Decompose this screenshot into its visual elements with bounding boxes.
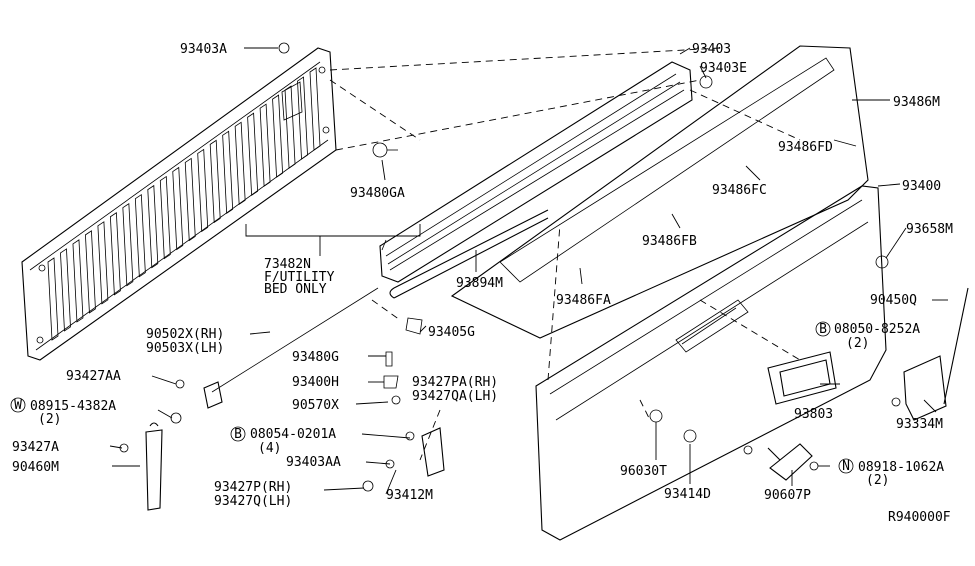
label-93403A: 93403A — [180, 42, 227, 57]
grille-slat — [147, 184, 159, 269]
label-90570X: 90570X — [292, 398, 339, 413]
grille-slat — [234, 121, 246, 206]
grille-slat — [309, 67, 321, 151]
label-93427P: 93427P(RH) — [214, 480, 292, 495]
circled-w-08915-letter: W — [14, 398, 22, 413]
circled-w-08915 — [10, 397, 26, 413]
grille-slat — [222, 130, 234, 215]
grille-slat — [109, 212, 121, 296]
leader-lines — [109, 47, 948, 495]
fasteners — [119, 42, 901, 492]
label-90460M: 90460M — [12, 460, 59, 475]
label-qty-2a: (2) — [846, 336, 869, 351]
label-93480G: 93480G — [292, 350, 339, 365]
utility-bed-grille — [21, 47, 337, 361]
label-93414D: 93414D — [664, 487, 711, 502]
latch-assembly — [903, 355, 947, 421]
tailgate-hinge — [421, 427, 445, 477]
grille-slat — [259, 103, 271, 187]
grille-slat — [159, 175, 171, 260]
label-93658M: 93658M — [906, 222, 953, 237]
label-93486M: 93486M — [893, 95, 940, 110]
label-93400: 93400 — [902, 179, 941, 194]
grille-slat — [197, 148, 209, 233]
latch-rod — [943, 287, 969, 405]
assembly-lines — [329, 47, 801, 461]
label-qty-2c: (2) — [866, 473, 889, 488]
label-93427AA: 93427AA — [66, 369, 121, 384]
support-cable — [211, 287, 379, 393]
label-93400H: 93400H — [292, 375, 339, 390]
grille-slat — [72, 239, 84, 323]
circled-b-08050 — [815, 321, 831, 337]
rod-lock-assembly — [767, 443, 813, 481]
tailgate-handle — [767, 351, 837, 405]
grille-slat — [134, 193, 146, 278]
label-90502X: 90502X(RH) — [146, 327, 224, 342]
tailgate-rod — [389, 209, 549, 299]
label-93486FB: 93486FB — [642, 234, 697, 249]
label-08054-0201A: 08054-0201A — [250, 427, 336, 442]
grille-slat — [97, 221, 109, 305]
circled-n-08918-letter: N — [842, 459, 850, 474]
grille-slat — [247, 112, 259, 196]
grille-slat — [47, 257, 59, 341]
label-93403E: 93403E — [700, 61, 747, 76]
grille-slat — [60, 248, 71, 332]
label-93403: 93403 — [692, 42, 731, 57]
tailgate-strap — [145, 422, 163, 511]
tailgate-top-rail — [379, 61, 693, 283]
label-ref-code: R940000F — [888, 510, 951, 525]
label-93486FA: 93486FA — [556, 293, 611, 308]
circled-b-08050-letter: B — [819, 322, 827, 337]
label-qty-4: (4) — [258, 441, 281, 456]
tailgate-shell — [535, 185, 887, 541]
grille-slat — [184, 157, 196, 242]
label-08050-8252A: 08050-8252A — [834, 322, 920, 337]
part-labels: 93403A 93403 93403E 93486M 93486FD 93480… — [10, 42, 953, 525]
label-90450Q: 90450Q — [870, 293, 917, 308]
grille-slat — [284, 85, 296, 169]
label-93334M: 93334M — [896, 417, 943, 432]
label-93412M: 93412M — [386, 488, 433, 503]
label-bed-only: BED ONLY — [264, 282, 327, 297]
label-futility: F/UTILITY — [264, 270, 335, 285]
cable-end — [203, 381, 223, 409]
tailgate-finisher — [450, 45, 869, 339]
label-93894M: 93894M — [456, 276, 503, 291]
grille-slat — [272, 94, 283, 178]
label-93427PA: 93427PA(RH) — [412, 375, 498, 390]
label-93405G: 93405G — [428, 325, 475, 340]
label-qty-2b: (2) — [38, 412, 61, 427]
label-93427Q: 93427Q(LH) — [214, 494, 292, 509]
label-96030T: 96030T — [620, 464, 667, 479]
label-93480GA: 93480GA — [350, 186, 405, 201]
grille-slat — [172, 166, 184, 251]
label-90607P: 90607P — [764, 488, 811, 503]
grille-slat — [122, 202, 134, 287]
circled-b-08054 — [230, 426, 246, 442]
label-93427A: 93427A — [12, 440, 59, 455]
label-93427QA: 93427QA(LH) — [412, 389, 498, 404]
circled-b-08054-letter: B — [234, 427, 242, 442]
grille-slat — [297, 76, 308, 160]
label-93803: 93803 — [794, 407, 833, 422]
label-90503X: 90503X(LH) — [146, 341, 224, 356]
label-08915-4382A: 08915-4382A — [30, 399, 116, 414]
grille-slat — [85, 230, 96, 314]
label-93486FD: 93486FD — [778, 140, 833, 155]
label-08918-1062A: 08918-1062A — [858, 460, 944, 475]
label-93403AA: 93403AA — [286, 455, 341, 470]
label-93486FC: 93486FC — [712, 183, 767, 198]
grille-slat — [209, 139, 221, 224]
circled-n-08918 — [838, 458, 854, 474]
label-73482N: 73482N — [264, 257, 311, 272]
